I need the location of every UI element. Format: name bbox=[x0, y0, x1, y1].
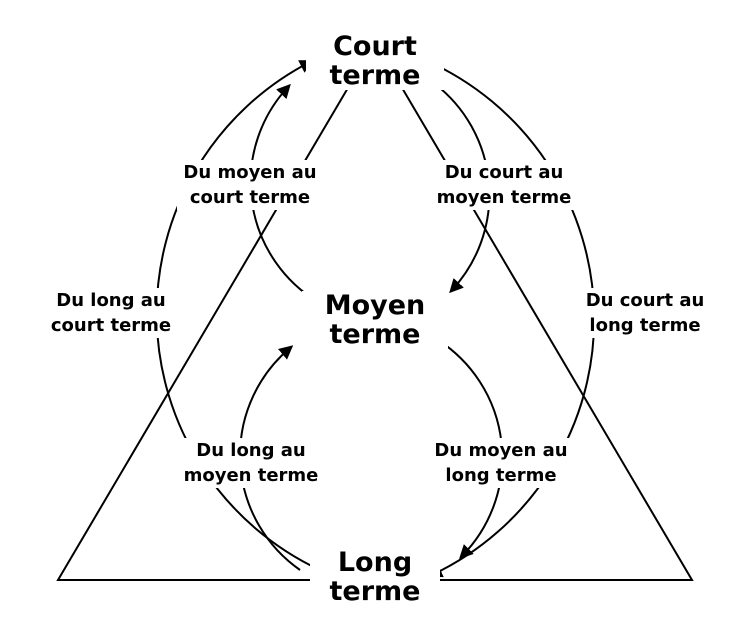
outer-arc-long-to-court bbox=[155, 60, 321, 571]
node-court-line2: terme bbox=[329, 60, 421, 91]
edge-label-long-to-court: Du long au court terme bbox=[44, 288, 178, 338]
node-moyen-line2: terme bbox=[329, 319, 421, 350]
edge-moyen-long-line2: long terme bbox=[445, 465, 557, 486]
node-moyen-terme: Moyen terme bbox=[302, 291, 448, 349]
edge-court-moyen-line2: moyen terme bbox=[436, 187, 572, 208]
edge-label-moyen-to-long: Du moyen au long terme bbox=[427, 438, 575, 488]
edge-court-long-line2: long terme bbox=[589, 315, 701, 336]
node-long-terme: Long terme bbox=[310, 548, 440, 606]
edge-label-long-to-moyen: Du long au moyen terme bbox=[177, 438, 325, 488]
edge-label-court-to-moyen: Du court au moyen terme bbox=[431, 160, 577, 210]
edge-long-moyen-line1: Du long au bbox=[196, 440, 306, 461]
node-court-line1: Court bbox=[333, 31, 417, 62]
edge-label-court-to-long: Du court au long terme bbox=[578, 288, 712, 338]
edge-long-court-line2: court terme bbox=[50, 315, 172, 336]
edge-moyen-court-line1: Du moyen au bbox=[183, 162, 317, 183]
edge-long-moyen-line2: moyen terme bbox=[183, 465, 319, 486]
edge-moyen-long-line1: Du moyen au bbox=[434, 440, 568, 461]
edge-label-moyen-to-court: Du moyen au court terme bbox=[177, 160, 323, 210]
edge-court-long-line1: Du court au bbox=[585, 290, 705, 311]
edge-moyen-court-line2: court terme bbox=[189, 187, 311, 208]
node-long-line1: Long bbox=[337, 547, 413, 578]
edge-long-court-line1: Du long au bbox=[56, 290, 166, 311]
edge-court-moyen-line1: Du court au bbox=[444, 162, 564, 183]
node-long-line2: terme bbox=[329, 576, 421, 607]
outer-arc-court-to-long bbox=[424, 59, 596, 578]
node-moyen-line1: Moyen bbox=[324, 290, 426, 321]
node-court-terme: Court terme bbox=[306, 32, 444, 90]
